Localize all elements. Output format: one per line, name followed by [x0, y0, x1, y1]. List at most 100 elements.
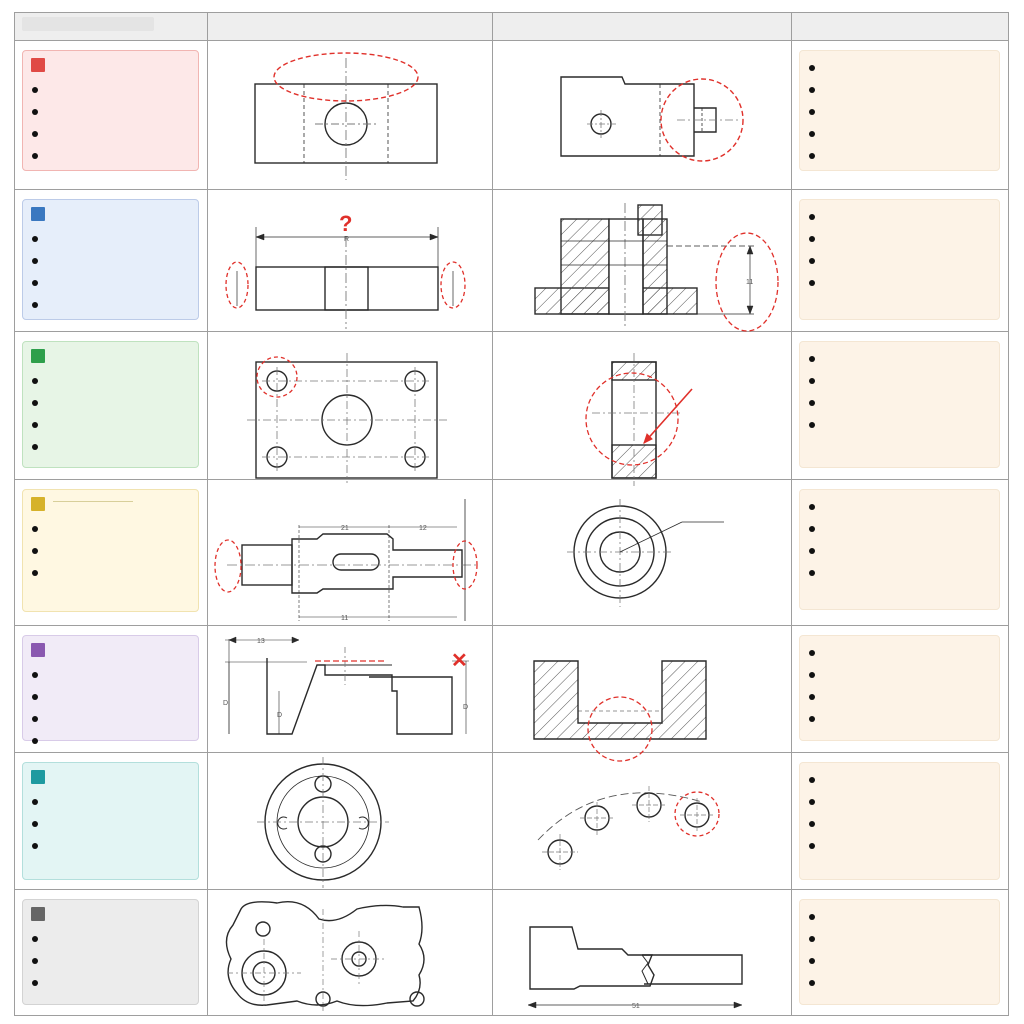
bullet-point	[32, 958, 38, 964]
bullet-point	[809, 400, 815, 406]
bullet-point	[809, 843, 815, 849]
bullet-point	[32, 672, 38, 678]
bullet-point	[809, 65, 815, 71]
dim-r4-top-a: 21	[341, 525, 349, 532]
bullet-point	[809, 650, 815, 656]
bullet-point	[809, 821, 815, 827]
bullet-point	[32, 236, 38, 242]
category-cell-red	[22, 50, 199, 171]
bullet-point	[809, 526, 815, 532]
grid-lines	[14, 12, 1009, 1016]
category-cell-teal	[22, 762, 199, 880]
dim-r5-left: D	[223, 700, 228, 707]
bullet-point	[809, 131, 815, 137]
bullet-point	[32, 738, 38, 744]
bullet-point	[32, 716, 38, 722]
bullet-point	[809, 570, 815, 576]
bullet-point	[809, 958, 815, 964]
bullet-point	[32, 843, 38, 849]
category-title-line	[53, 501, 133, 502]
bullet-point	[809, 936, 815, 942]
dim-r4-bottom: 11	[341, 615, 348, 622]
row7-drawing-b: 51	[527, 926, 743, 1010]
category-color-swatch	[31, 58, 45, 72]
bullet-point	[809, 356, 815, 362]
dim-r5-top: 13	[257, 638, 265, 645]
row2-drawing-a: R ?	[225, 211, 466, 329]
dim-r2-right: 11	[746, 279, 753, 286]
bullet-point	[32, 980, 38, 986]
bullet-point	[32, 131, 38, 137]
row5-drawing-b	[533, 660, 707, 762]
markup-circle-section	[585, 372, 679, 466]
bullet-point	[809, 87, 815, 93]
notes-cell-green	[799, 341, 1000, 468]
bullet-point	[809, 777, 815, 783]
bullet-point	[32, 570, 38, 576]
category-cell-gray	[22, 899, 199, 1005]
bullet-point	[809, 548, 815, 554]
table-grid: R ? 11	[14, 12, 1009, 1016]
bullet-point	[809, 980, 815, 986]
row3-drawing-b	[585, 353, 693, 486]
dim-r7-bottom: 51	[632, 1003, 640, 1010]
row7-drawing-a	[225, 901, 425, 1011]
bullet-point	[809, 694, 815, 700]
row4-drawing-a: 21 12 11	[214, 499, 479, 622]
markup-circle-last-hole	[674, 791, 720, 837]
bullet-point	[809, 672, 815, 678]
bullet-point	[809, 716, 815, 722]
bullet-point	[32, 258, 38, 264]
bullet-point	[32, 109, 38, 115]
row5-drawing-a: 13 D D D ✕	[223, 636, 469, 735]
category-color-swatch	[31, 207, 45, 221]
bullet-point	[809, 109, 815, 115]
markup-ellipse-right	[715, 232, 779, 332]
bullet-point	[32, 694, 38, 700]
bullet-point	[32, 548, 38, 554]
dim-r5-mid: D	[277, 712, 282, 719]
row6-drawing-b	[537, 786, 720, 870]
markup-ellipse-top	[273, 52, 419, 102]
bullet-point	[32, 280, 38, 286]
markup-ellipse-left-end	[214, 539, 242, 593]
bullet-point	[32, 444, 38, 450]
bullet-point	[32, 526, 38, 532]
bullet-point	[32, 87, 38, 93]
notes-cell-yellow	[799, 489, 1000, 610]
bullet-point	[32, 422, 38, 428]
row3-drawing-a	[247, 353, 447, 483]
bullet-point	[809, 799, 815, 805]
header-row-background	[14, 12, 1009, 40]
notes-cell-red	[799, 50, 1000, 171]
notes-cell-purple	[799, 635, 1000, 741]
bullet-point	[809, 258, 815, 264]
category-cell-yellow	[22, 489, 199, 612]
notes-cell-blue	[799, 199, 1000, 320]
bullet-point	[809, 214, 815, 220]
category-color-swatch	[31, 907, 45, 921]
category-color-swatch	[31, 497, 45, 511]
category-color-swatch	[31, 643, 45, 657]
category-color-swatch	[31, 349, 45, 363]
bullet-point	[809, 422, 815, 428]
row1-drawing-b	[560, 76, 744, 162]
markup-circle-corner-hole	[256, 356, 298, 398]
row1-drawing-a	[254, 52, 438, 180]
bullet-point	[32, 153, 38, 159]
dim-r4-top-b: 12	[419, 525, 427, 532]
dim-r5-right: D	[463, 704, 468, 711]
bullet-point	[32, 400, 38, 406]
bullet-point	[32, 936, 38, 942]
markup-circle-right	[660, 78, 744, 162]
notes-cell-gray	[799, 899, 1000, 1005]
markup-arrow	[643, 388, 693, 444]
markup-question-mark: ?	[339, 211, 352, 236]
markup-ellipse-left	[225, 261, 249, 309]
bullet-point	[809, 378, 815, 384]
dim-r2-top: R	[344, 236, 349, 243]
category-color-swatch	[31, 770, 45, 784]
bullet-point	[32, 302, 38, 308]
category-cell-green	[22, 341, 199, 468]
row6-drawing-a	[257, 757, 389, 888]
